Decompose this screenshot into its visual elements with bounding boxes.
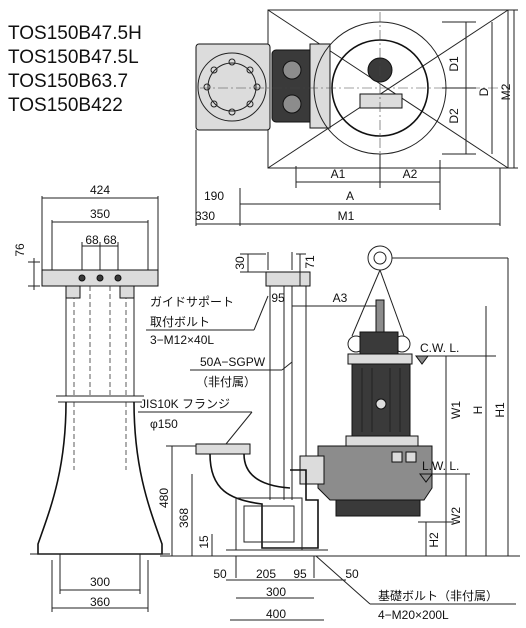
dim-a1: A1 bbox=[331, 167, 346, 181]
dim-a: A bbox=[346, 189, 354, 203]
dim-w1: W1 bbox=[449, 401, 463, 419]
dim-d1: D1 bbox=[447, 56, 461, 72]
dim-360: 360 bbox=[90, 595, 110, 609]
dim-330: 330 bbox=[195, 209, 215, 223]
dim-w2: W2 bbox=[449, 507, 463, 525]
note-guide-bolt-spec: 3−M12×40L bbox=[150, 333, 214, 347]
dim-15: 15 bbox=[197, 535, 211, 549]
model-name: TOS150B47.5H bbox=[8, 23, 142, 44]
guide-support-view: 424 350 68 68 76 300 360 bbox=[13, 183, 170, 612]
dim-68b: 68 bbox=[103, 233, 117, 247]
dim-368: 368 bbox=[177, 508, 191, 528]
note-pipe: 50A−SGPW bbox=[200, 355, 266, 369]
dim-480: 480 bbox=[157, 488, 171, 508]
note-guide-bolt: 取付ボルト bbox=[150, 315, 210, 329]
dim-30: 30 bbox=[233, 256, 247, 270]
note-anchor-spec: 4−M20×200L bbox=[378, 608, 449, 622]
model-name: TOS150B63.7 bbox=[8, 71, 129, 92]
dim-424: 424 bbox=[90, 183, 110, 197]
label-cwl: C.W. L. bbox=[420, 341, 459, 355]
dim-h: H bbox=[471, 406, 485, 415]
model-name: TOS150B47.5L bbox=[8, 47, 139, 68]
dim-300: 300 bbox=[266, 585, 286, 599]
dim-190: 190 bbox=[204, 189, 224, 203]
model-name: TOS150B422 bbox=[8, 95, 123, 116]
note-flange: JIS10K フランジ bbox=[140, 397, 230, 411]
model-list: TOS150B47.5H TOS150B47.5L TOS150B63.7 TO… bbox=[8, 22, 142, 118]
note-anchor: 基礎ボルト（非付属） bbox=[378, 589, 498, 603]
dim-50b: 50 bbox=[345, 567, 359, 581]
dim-h1: H1 bbox=[493, 402, 507, 418]
plan-view: D1 D2 D M2 A1 A2 A 190 330 M1 bbox=[195, 9, 518, 226]
elevation-view: 30 71 95 A3 bbox=[138, 245, 520, 622]
dim-d2: D2 bbox=[447, 108, 461, 124]
dim-h2: H2 bbox=[427, 532, 441, 548]
dim-350: 350 bbox=[90, 207, 110, 221]
dim-m2: M2 bbox=[499, 83, 513, 100]
dim-d: D bbox=[477, 87, 491, 96]
dim-76: 76 bbox=[13, 243, 27, 257]
dim-68a: 68 bbox=[85, 233, 99, 247]
dim-71: 71 bbox=[303, 255, 317, 269]
dim-205: 205 bbox=[256, 567, 276, 581]
note-flange-dia: φ150 bbox=[150, 417, 178, 431]
dim-300-support: 300 bbox=[90, 575, 110, 589]
label-lwl: L.W. L. bbox=[422, 459, 459, 473]
dim-a2: A2 bbox=[403, 167, 418, 181]
note-guide-support: ガイドサポート bbox=[150, 295, 234, 309]
dim-400: 400 bbox=[266, 607, 286, 621]
note-pipe-excluded: （非付属） bbox=[196, 375, 256, 389]
dim-50a: 50 bbox=[213, 567, 227, 581]
dim-95-top: 95 bbox=[271, 291, 285, 305]
dim-m1: M1 bbox=[338, 209, 355, 223]
dim-a3: A3 bbox=[333, 291, 348, 305]
dim-95: 95 bbox=[293, 567, 307, 581]
